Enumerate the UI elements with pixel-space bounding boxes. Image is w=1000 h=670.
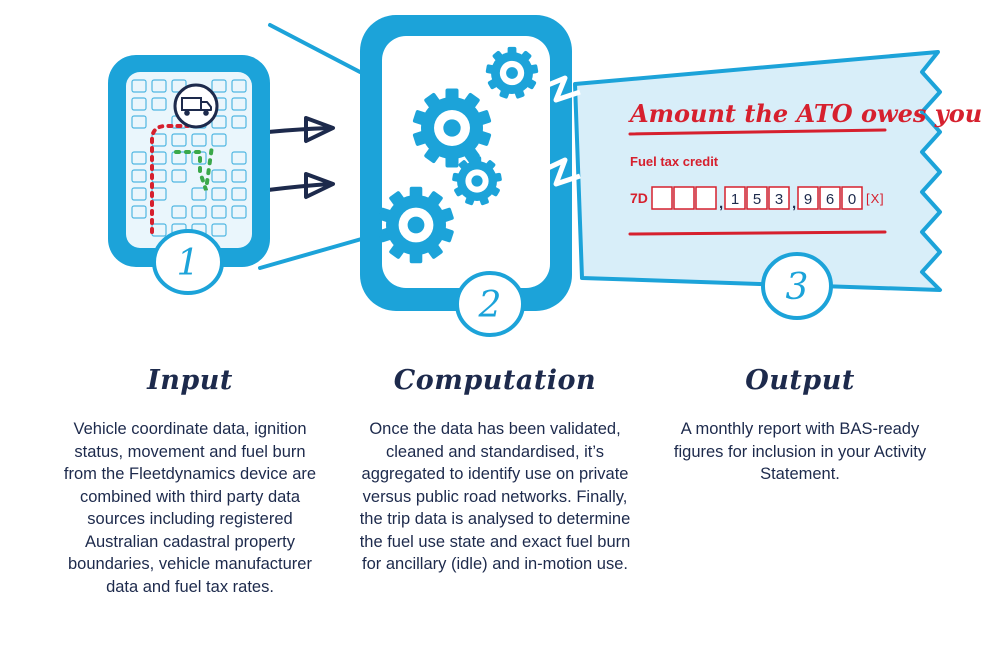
input-device: 1 (108, 55, 270, 295)
receipt-field-label: Fuel tax credit (630, 154, 719, 169)
digit-value: 9 (804, 191, 812, 208)
computation-description: Once the data has been validated, cleane… (359, 420, 631, 573)
receipt-code: 7D (630, 190, 648, 206)
digit-separator: , (792, 195, 796, 212)
receipt-heading: Amount the ATO owes you (628, 99, 982, 128)
digit-box (819, 186, 841, 210)
computation-title: Computation (393, 365, 597, 396)
suffix-bracket-left: [ (866, 191, 870, 206)
step-2-circle (455, 271, 525, 337)
step-3-circle (761, 252, 833, 320)
step-1-number: 1 (177, 243, 200, 284)
digit-box (746, 186, 768, 210)
digit-value: 3 (775, 191, 783, 208)
arrow-top (266, 116, 335, 143)
input-column: Input Vehicle coordinate data, ignition … (60, 365, 320, 598)
receipt-paper (573, 50, 942, 292)
step-1-circle (152, 229, 224, 295)
digit-box (651, 186, 673, 210)
digit-box (797, 186, 819, 210)
step-3-number: 3 (786, 267, 809, 308)
truck-icon (181, 97, 212, 116)
output-description: A monthly report with BAS-ready figures … (673, 420, 927, 483)
funnel-top-line (268, 23, 362, 74)
computation-column: Computation Once the data has been valid… (350, 365, 640, 576)
input-title: Input (147, 365, 233, 396)
process-diagram: Amount the ATO owes you Fuel tax credit … (108, 15, 982, 337)
gear-large-bottom-icon (378, 186, 454, 264)
digit-box (673, 186, 695, 210)
step-2-number: 2 (478, 285, 502, 326)
digit-box (724, 186, 746, 210)
digit-value: 5 (753, 191, 761, 208)
digit-value: 1 (731, 191, 739, 208)
screen-zigzag-bottom (546, 157, 581, 187)
digit-value: 0 (848, 191, 856, 208)
computation-box: 2 (258, 15, 581, 337)
input-description: Vehicle coordinate data, ignition status… (63, 420, 317, 596)
gear-small-top-icon (485, 46, 539, 99)
digit-separator: , (719, 195, 723, 212)
public-road-route (150, 124, 190, 234)
output-column: Output A monthly report with BAS-ready f… (670, 365, 930, 486)
digit-box (841, 186, 863, 210)
digit-box (768, 186, 790, 210)
gear-small-bottom-icon (452, 156, 502, 206)
screen-zigzag-top (547, 75, 581, 103)
digit-box (695, 186, 717, 210)
receipt: Amount the ATO owes you Fuel tax credit … (573, 50, 982, 320)
arrow-bottom (266, 172, 335, 199)
receipt-total-underline (628, 230, 887, 236)
suffix-bracket-right: ] (880, 191, 884, 206)
private-road-route (174, 144, 214, 191)
funnel-bottom-line (258, 236, 367, 270)
gear-large-top-icon (412, 88, 492, 168)
receipt-suffix: X (871, 191, 880, 206)
gears-group (378, 46, 539, 264)
receipt-heading-underline (628, 128, 887, 136)
digit-value: 6 (826, 191, 834, 208)
output-title: Output (745, 365, 855, 396)
